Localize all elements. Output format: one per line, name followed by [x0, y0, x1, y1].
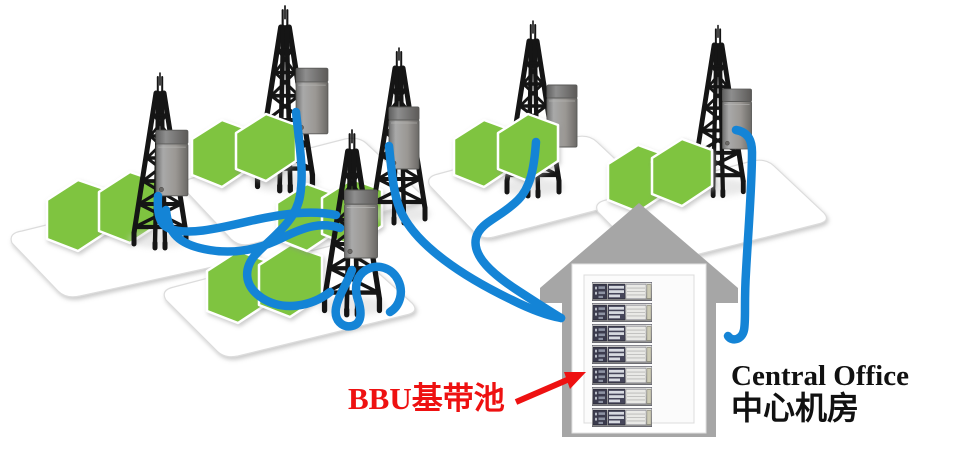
bbu-rack-server [592, 345, 652, 364]
bbu-rack-server [592, 324, 652, 343]
coverage-cell [650, 137, 714, 208]
fiber-fronthaul-link [153, 191, 341, 236]
bbu-rack-server [592, 387, 652, 406]
central-office-building [540, 203, 738, 437]
bbu-pool-label: BBU基带池 [348, 383, 505, 415]
fiber-fronthaul-link [723, 125, 757, 344]
fiber-fronthaul-link [243, 107, 335, 311]
cell-tower [501, 21, 578, 196]
bbu-rack [592, 282, 652, 427]
remote-radio-unit [344, 189, 378, 259]
bbu-rack-server [592, 303, 652, 322]
bbu-rack-server [592, 366, 652, 385]
fiber-fronthaul-link [384, 141, 566, 323]
bbu-rack-server [592, 282, 652, 301]
coverage-hexagons [45, 112, 714, 325]
annotation-arrow [514, 372, 586, 405]
remote-radio-unit [155, 129, 189, 197]
fiber-fronthaul-links [153, 107, 757, 344]
coverage-cell [257, 243, 324, 319]
fiber-fronthaul-link [471, 137, 566, 323]
bbu-rack-server [592, 408, 652, 427]
bbu-pool-label-cn: 基带池 [411, 381, 505, 417]
fiber-fronthaul-link [331, 262, 405, 331]
central-office-label-cn: 中心机房 [731, 389, 860, 427]
bbu-pool-label-en: BBU [348, 381, 412, 416]
central-office-label-en: Central Office [731, 360, 909, 392]
fiber-fronthaul-link [161, 205, 345, 256]
